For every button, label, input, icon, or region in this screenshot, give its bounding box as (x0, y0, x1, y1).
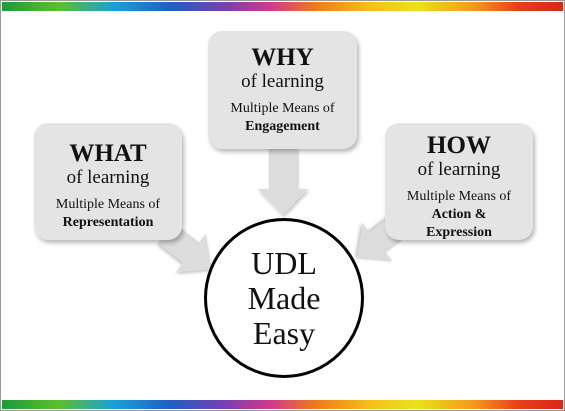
udl-center-circle: UDL Made Easy (204, 218, 364, 378)
center-line-3: Easy (252, 314, 316, 351)
why-keyword: Engagement (245, 119, 320, 134)
top-rainbow-stripe (2, 2, 563, 11)
center-line-1: UDL (251, 244, 317, 281)
what-box: WHAT of learning Multiple Means of Repre… (34, 123, 182, 240)
why-subheading: of learning (241, 71, 324, 92)
center-line-2: Made (247, 279, 321, 316)
why-box: WHY of learning Multiple Means of Engage… (208, 31, 357, 149)
how-means: Multiple Means of (406, 189, 512, 204)
how-keyword-line2: Expression (426, 225, 492, 240)
why-arrow (258, 149, 308, 215)
how-box: HOW of learning Multiple Means of Action… (385, 123, 533, 240)
what-heading: WHAT (69, 140, 147, 167)
how-keyword-line1: Action & (431, 207, 487, 222)
what-means: Multiple Means of (55, 197, 161, 212)
what-subheading: of learning (66, 167, 150, 188)
how-subheading: of learning (417, 159, 501, 180)
why-heading: WHY (251, 44, 314, 71)
why-means: Multiple Means of (230, 101, 335, 116)
how-heading: HOW (427, 132, 491, 159)
what-keyword: Representation (62, 215, 154, 230)
bottom-rainbow-stripe (2, 400, 563, 409)
